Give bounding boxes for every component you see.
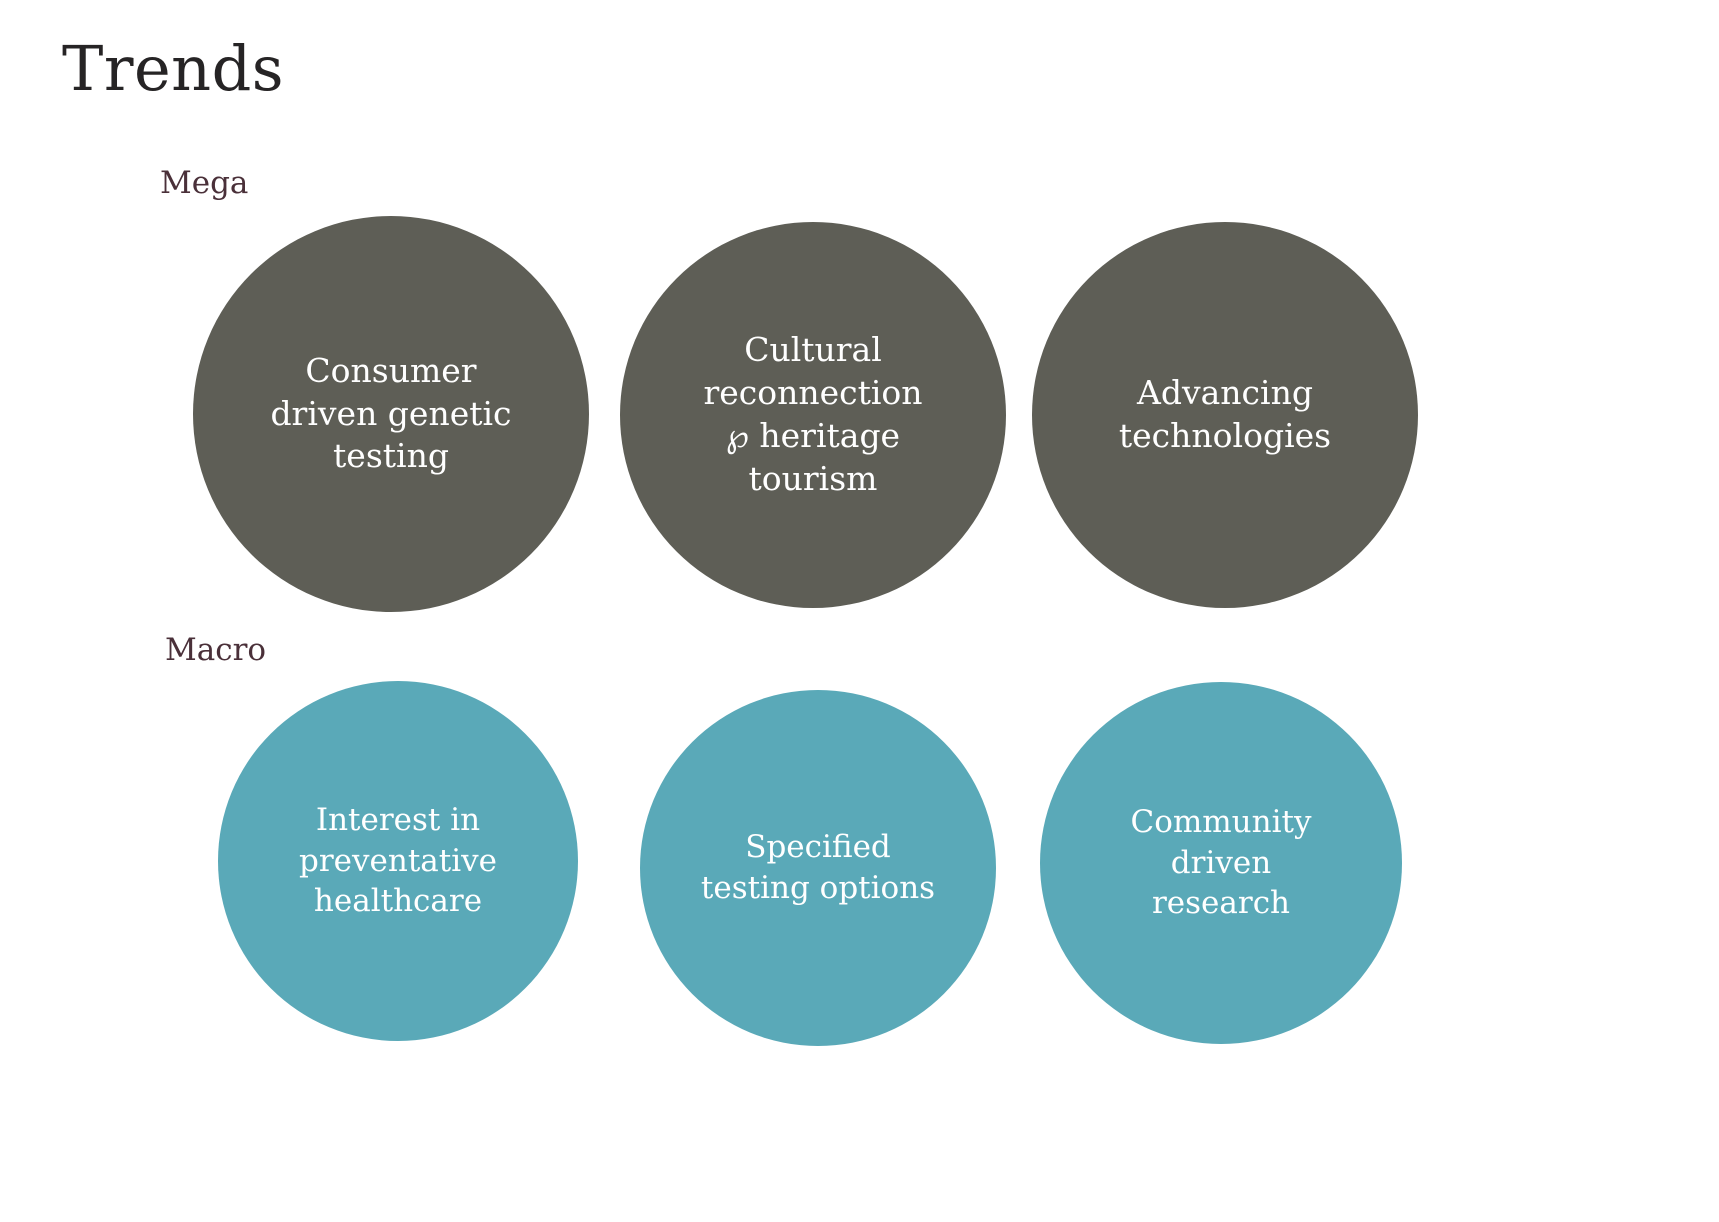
macro-circle-1-label: Interest in preventative healthcare [298,801,497,920]
macro-circle-1[interactable]: Interest in preventative healthcare [218,681,578,1041]
mega-circle-3[interactable]: Advancing technologies [1032,222,1418,608]
mega-circle-2[interactable]: Cultural reconnection ℘ heritage tourism [620,222,1006,608]
mega-circle-1-label: Consumer driven genetic testing [270,350,512,476]
row-label-mega: Mega [160,165,249,201]
macro-circle-2-label: Specified testing options [700,829,936,906]
macro-circle-3-label: Community driven research [1130,803,1312,922]
page-title: Trends [62,32,285,105]
macro-circle-2[interactable]: Specified testing options [640,690,996,1046]
mega-circle-1[interactable]: Consumer driven genetic testing [193,216,589,612]
row-label-macro: Macro [165,632,267,668]
mega-circle-2-label: Cultural reconnection ℘ heritage tourism [703,330,923,498]
mega-circle-3-label: Advancing technologies [1118,373,1332,455]
macro-circle-3[interactable]: Community driven research [1040,682,1402,1044]
